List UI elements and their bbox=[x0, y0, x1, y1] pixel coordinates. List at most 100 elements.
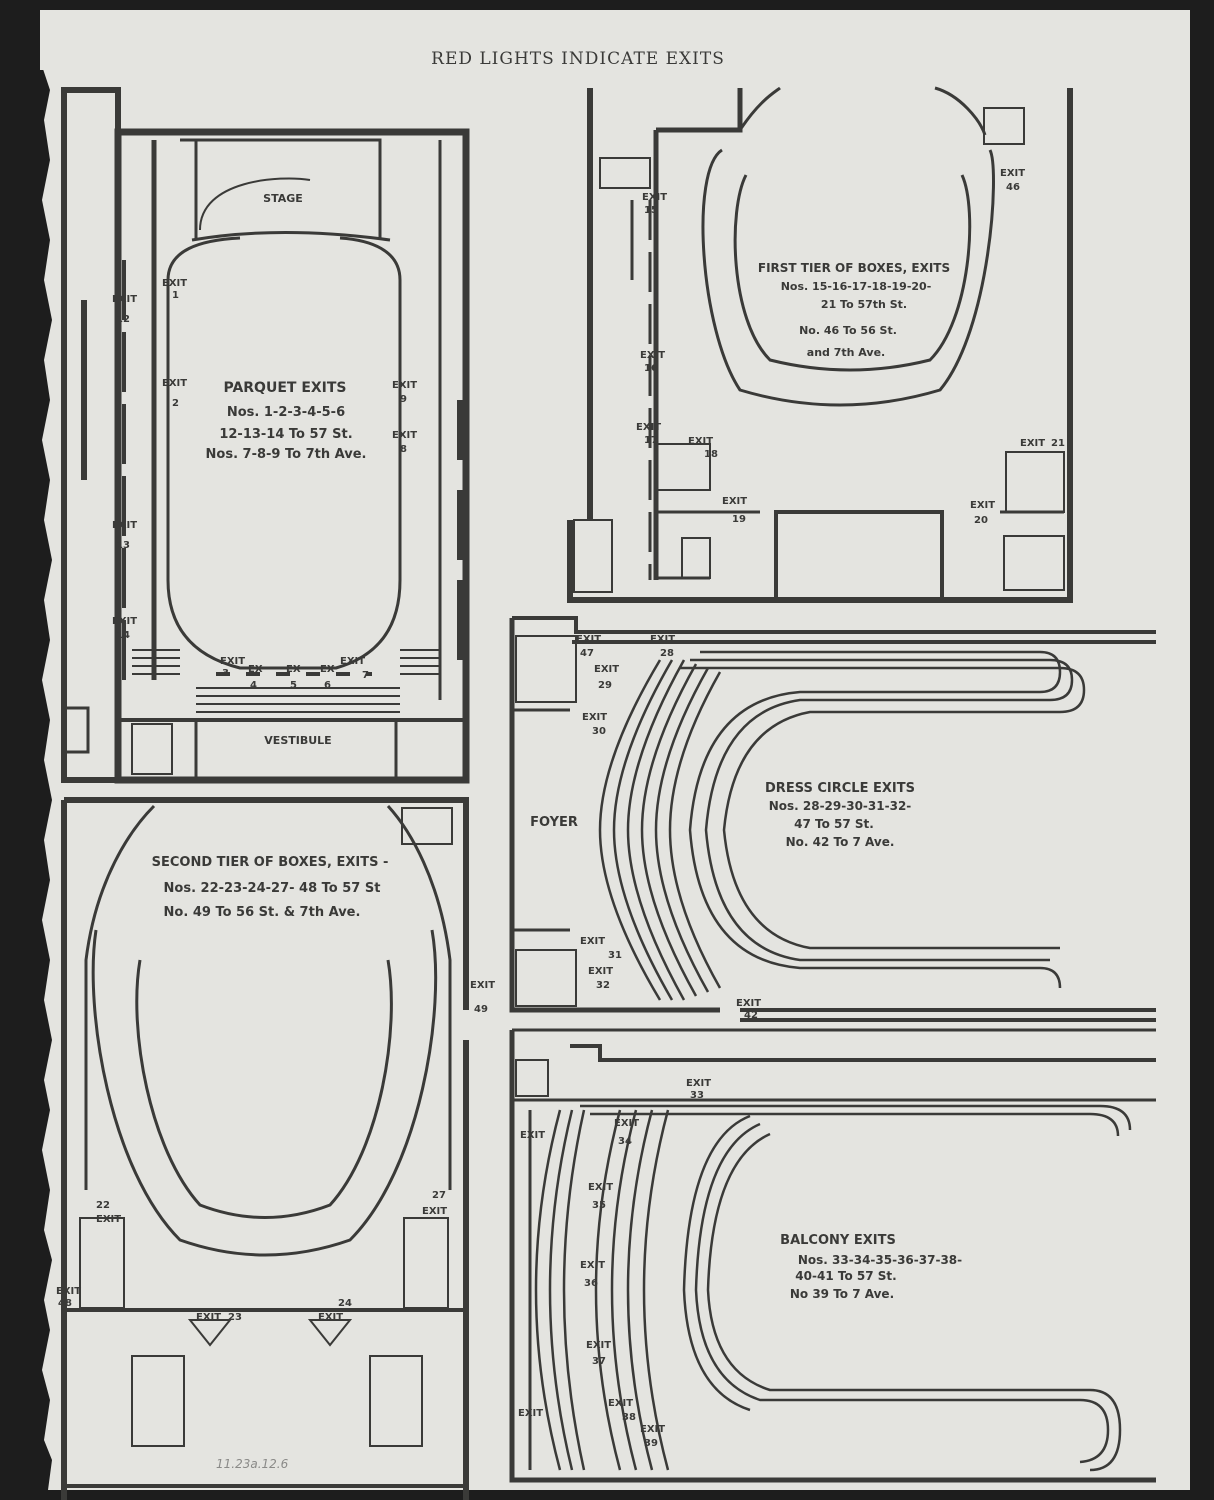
exit-number-14: 14 bbox=[116, 630, 130, 641]
exit-number-19: 19 bbox=[732, 514, 746, 525]
exit-number-49: 49 bbox=[474, 1004, 488, 1015]
exit-label-9: EXIT bbox=[392, 380, 417, 391]
parquet-labels: STAGE VESTIBULE PARQUET EXITS Nos. 1-2-3… bbox=[206, 192, 367, 747]
second-tier-line-2: No. 49 To 56 St. & 7th Ave. bbox=[164, 905, 361, 920]
exit-number-17: 17 bbox=[644, 435, 658, 446]
foyer-label: FOYER bbox=[530, 815, 578, 830]
exit-label-18: EXIT bbox=[688, 436, 713, 447]
exit-number-21: 21 bbox=[1051, 438, 1065, 449]
exit-label-29: EXIT bbox=[594, 664, 619, 675]
exit-number-20: 20 bbox=[974, 515, 988, 526]
exit-number-28: 28 bbox=[660, 648, 674, 659]
second-tier-labels: SECOND TIER OF BOXES, EXITS - Nos. 22-23… bbox=[152, 855, 389, 920]
parquet-title: PARQUET EXITS bbox=[223, 380, 346, 396]
balcony-line-3: No 39 To 7 Ave. bbox=[790, 1287, 894, 1301]
exit-number-6: 6 bbox=[324, 680, 331, 691]
exit-label-16: EXIT bbox=[640, 350, 665, 361]
exit-label-47: EXIT bbox=[576, 634, 601, 645]
exit-label-35: EXIT bbox=[588, 1182, 613, 1193]
exit-number-15: 15 bbox=[644, 205, 658, 216]
parquet-line-1: Nos. 1-2-3-4-5-6 bbox=[227, 405, 345, 420]
exit-label-30: EXIT bbox=[582, 712, 607, 723]
exit-number-5: 5 bbox=[290, 680, 297, 691]
first-tier-plan bbox=[567, 86, 1073, 603]
exit-label-21: EXIT bbox=[1020, 438, 1045, 449]
exit-number-30: 30 bbox=[592, 726, 606, 737]
exit-label-31: EXIT bbox=[580, 936, 605, 947]
exit-number-37: 37 bbox=[592, 1356, 606, 1367]
dress-circle-line-1: Nos. 28-29-30-31-32- bbox=[769, 799, 912, 813]
first-tier-line-1: Nos. 15-16-17-18-19-20- bbox=[781, 280, 932, 293]
exit-label-12: EXIT bbox=[112, 294, 137, 305]
exit-label-6: EX bbox=[320, 664, 335, 675]
exit-label-22: EXIT bbox=[96, 1214, 121, 1225]
exit-number-24: 24 bbox=[338, 1298, 352, 1309]
vestibule-label: VESTIBULE bbox=[264, 734, 331, 747]
exit-label-top-left: EXIT bbox=[520, 1130, 545, 1141]
exit-label-46: EXIT bbox=[1000, 168, 1025, 179]
parquet-plan bbox=[61, 87, 470, 784]
second-tier-title: SECOND TIER OF BOXES, EXITS - bbox=[152, 855, 389, 870]
exit-label-13: EXIT bbox=[112, 520, 137, 531]
dress-circle-labels: FOYER DRESS CIRCLE EXITS Nos. 28-29-30-3… bbox=[530, 781, 915, 849]
exit-number-12: 12 bbox=[116, 314, 130, 325]
parquet-line-2: 12-13-14 To 57 St. bbox=[219, 427, 352, 442]
header-title: RED LIGHTS INDICATE EXITS bbox=[431, 49, 725, 69]
paper-top bbox=[40, 10, 1190, 70]
exit-number-18: 18 bbox=[704, 449, 718, 460]
exit-label-32: EXIT bbox=[588, 966, 613, 977]
exit-number-32: 32 bbox=[596, 980, 610, 991]
exit-label-42: EXIT bbox=[736, 998, 761, 1009]
balcony-labels: BALCONY EXITS Nos. 33-34-35-36-37-38- 40… bbox=[780, 1233, 962, 1301]
exit-number-33: 33 bbox=[690, 1090, 704, 1101]
exit-number-47b: 47 bbox=[580, 648, 594, 659]
exit-number-29: 29 bbox=[598, 680, 612, 691]
exit-label-17: EXIT bbox=[636, 422, 661, 433]
balcony-line-1: Nos. 33-34-35-36-37-38- bbox=[798, 1253, 962, 1267]
balcony-title: BALCONY EXITS bbox=[780, 1233, 896, 1248]
exit-number-31: 31 bbox=[608, 950, 622, 961]
exit-label-28: EXIT bbox=[650, 634, 675, 645]
exit-number-34: 34 bbox=[618, 1136, 632, 1147]
exit-label-38: EXIT bbox=[608, 1398, 633, 1409]
exit-number-1: 1 bbox=[172, 290, 179, 301]
exit-label-24: EXIT bbox=[318, 1312, 343, 1323]
exit-number-38: 38 bbox=[622, 1412, 636, 1423]
exit-label-14: EXIT bbox=[112, 616, 137, 627]
dress-circle-line-3: No. 42 To 7 Ave. bbox=[786, 835, 895, 849]
exit-number-4: 4 bbox=[250, 680, 257, 691]
exit-number-8: 8 bbox=[400, 444, 407, 455]
exit-label-19: EXIT bbox=[722, 496, 747, 507]
exit-label-4: EX bbox=[248, 664, 263, 675]
stage-label: STAGE bbox=[263, 192, 303, 205]
exit-label-48: EXIT bbox=[56, 1286, 81, 1297]
balcony-line-2: 40-41 To 57 St. bbox=[795, 1269, 896, 1283]
first-tier-labels: FIRST TIER OF BOXES, EXITS Nos. 15-16-17… bbox=[758, 261, 950, 359]
exit-number-9: 9 bbox=[400, 394, 407, 405]
exit-number-16: 16 bbox=[644, 363, 658, 374]
exit-label-15: EXIT bbox=[642, 192, 667, 203]
exit-number-39: 39 bbox=[644, 1438, 658, 1449]
second-tier-line-1: Nos. 22-23-24-27- 48 To 57 St bbox=[164, 881, 381, 896]
balcony-plan bbox=[509, 1028, 1156, 1483]
exit-number-7: 7 bbox=[362, 670, 369, 681]
handwritten-note: 11.23a.12.6 bbox=[216, 1457, 289, 1471]
exit-number-42: 42 bbox=[744, 1010, 758, 1021]
exit-number-3: 3 bbox=[222, 668, 229, 679]
first-tier-line-3: No. 46 To 56 St. bbox=[799, 324, 897, 337]
exit-label-37: EXIT bbox=[586, 1340, 611, 1351]
first-tier-title: FIRST TIER OF BOXES, EXITS bbox=[758, 261, 950, 275]
exit-label-20: EXIT bbox=[970, 500, 995, 511]
exit-number-46: 46 bbox=[1006, 182, 1020, 193]
exit-label-39: EXIT bbox=[640, 1424, 665, 1435]
exit-number-35: 35 bbox=[592, 1200, 606, 1211]
exit-label-1: EXIT bbox=[162, 278, 187, 289]
exit-label-33: EXIT bbox=[686, 1078, 711, 1089]
exit-markers: EXIT 1 EXIT 2 EXIT 12 EXIT 13 EXIT 14 EX… bbox=[56, 168, 1065, 1449]
exit-label-34: EXIT bbox=[614, 1118, 639, 1129]
dress-circle-title: DRESS CIRCLE EXITS bbox=[765, 781, 915, 796]
exit-number-2: 2 bbox=[172, 398, 179, 409]
exit-label-8: EXIT bbox=[392, 430, 417, 441]
